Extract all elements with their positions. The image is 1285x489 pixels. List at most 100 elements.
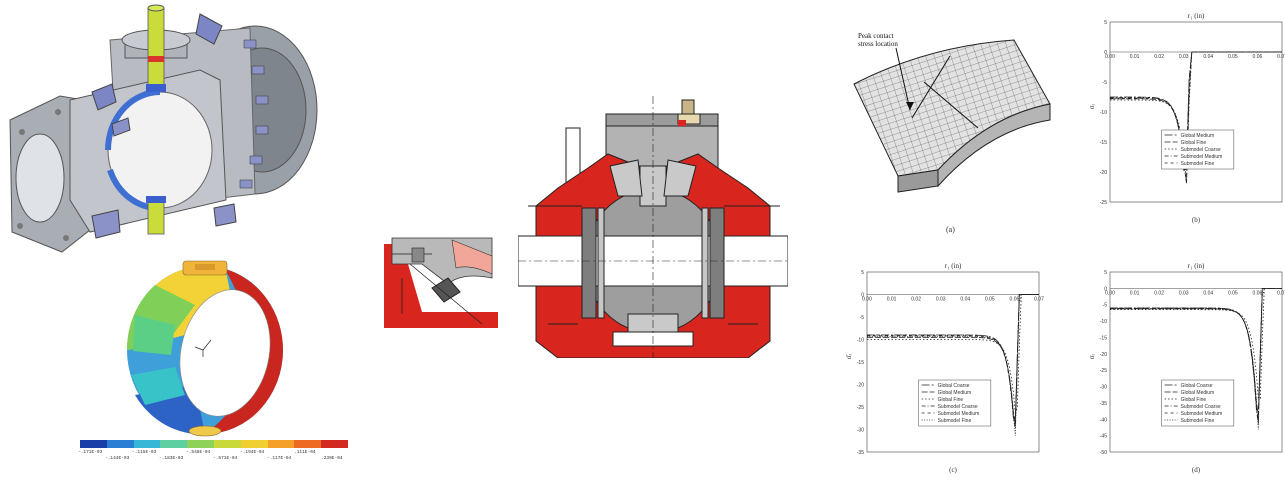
- mesh-annotation: Peak contact stress location: [858, 32, 898, 48]
- x-tick-label: 0.02: [1154, 54, 1164, 60]
- y-tick-label: 5: [1104, 270, 1107, 276]
- x-tick-label: 0.06: [1253, 54, 1263, 60]
- y-tick-label: -10: [1100, 319, 1107, 325]
- scale-label: -.171E-03: [78, 450, 103, 455]
- scale-swatch: [133, 440, 161, 448]
- x-tick-label: 0.07: [1277, 290, 1285, 296]
- x-tick-label: 0.04: [1203, 290, 1213, 296]
- x-tick-label: 0.03: [1179, 290, 1189, 296]
- y-tick-label: -15: [1100, 335, 1107, 341]
- x-tick-label: 0.03: [936, 297, 946, 303]
- y-tick-label: -35: [1100, 401, 1107, 407]
- legend-entry: Global Fine: [1181, 140, 1207, 146]
- plot-frame: [1109, 21, 1283, 203]
- scale-label: -.194E-04: [240, 450, 265, 455]
- x-tick-label: 0.07: [1277, 54, 1285, 60]
- legend-entry: Submodel Fine: [938, 418, 972, 424]
- scale-label: .111E-04: [294, 450, 316, 455]
- legend-entry: Global Medium: [1181, 390, 1215, 396]
- x-tick-label: 0.02: [911, 297, 921, 303]
- valve-cross-section-drawing: [517, 96, 789, 359]
- legend-box: [918, 379, 992, 427]
- y-tick-label: -10: [857, 338, 864, 344]
- y-tick-label: 5: [861, 270, 864, 276]
- y-tick-label: -30: [857, 428, 864, 434]
- y-tick-label: -20: [1100, 170, 1107, 176]
- x-tick-label: 0.04: [960, 297, 970, 303]
- series-line: [867, 294, 1039, 427]
- y-axis-label: σ̄ᵣ: [1090, 354, 1096, 360]
- legend-entry: Submodel Coarse: [1181, 147, 1221, 153]
- contact-mesh-drawing: [853, 39, 1051, 193]
- series-line: [1110, 287, 1282, 430]
- x-tick-label: 0.01: [1130, 290, 1140, 296]
- y-tick-label: -35: [857, 450, 864, 456]
- legend-box: [1161, 379, 1235, 427]
- scale-label: -.571E-04: [213, 456, 238, 461]
- x-tick-label: 0.05: [985, 297, 995, 303]
- legend-entry: Submodel Medium: [1181, 411, 1223, 417]
- scale-label: .230E-04: [321, 456, 343, 461]
- plot-title: r₁ (in): [1188, 262, 1205, 270]
- series-line: [1110, 51, 1282, 184]
- plot-title: r₁ (in): [945, 262, 962, 270]
- panel-caption-a: (a): [946, 225, 955, 234]
- legend-entry: Submodel Fine: [1181, 418, 1215, 424]
- y-tick-label: -10: [1100, 110, 1107, 116]
- x-tick-label: 0.03: [1179, 54, 1189, 60]
- x-tick-label: 0.06: [1253, 290, 1263, 296]
- y-tick-label: -45: [1100, 434, 1107, 440]
- series-line: [867, 294, 1039, 436]
- x-tick-label: 0.01: [1130, 54, 1140, 60]
- plot-frame: [1109, 271, 1283, 453]
- x-tick-label: 0.05: [1228, 290, 1238, 296]
- color-scale-bar: [80, 440, 348, 448]
- legend-entry: Global Medium: [1181, 133, 1215, 139]
- scale-swatch: [187, 440, 214, 448]
- y-tick-label: -5: [1103, 80, 1108, 86]
- y-tick-label: -30: [1100, 385, 1107, 391]
- panel-caption: (c): [949, 466, 957, 474]
- scale-swatch: [240, 440, 268, 448]
- y-axis-label: σ̄ᵣ: [845, 354, 853, 360]
- x-tick-label: 0.05: [1228, 54, 1238, 60]
- x-tick-label: 0.02: [1154, 290, 1164, 296]
- scale-label: -.183E-03: [159, 456, 184, 461]
- stress-plot-b: r₁ (in)0.000.010.020.030.040.050.060.075…: [1090, 12, 1285, 224]
- scale-label: -.115E-03: [132, 450, 157, 455]
- y-tick-label: -15: [1100, 140, 1107, 146]
- y-tick-label: -20: [1100, 352, 1107, 358]
- y-tick-label: -5: [1103, 303, 1108, 309]
- seat-detail-drawing: [382, 234, 500, 330]
- legend-entry: Submodel Coarse: [938, 404, 978, 410]
- y-tick-label: -40: [1100, 417, 1107, 423]
- y-tick-label: -50: [1100, 450, 1107, 456]
- valve-cutaway-illustration: [0, 0, 330, 262]
- legend-entry: Global Fine: [1181, 397, 1207, 403]
- legend-entry: Submodel Medium: [1181, 154, 1223, 160]
- plot-frame: [866, 271, 1040, 453]
- x-tick-label: 0.06: [1010, 297, 1020, 303]
- scale-swatch: [294, 440, 322, 448]
- y-tick-label: -15: [857, 360, 864, 366]
- y-axis-label: σ̄ᵣ: [1090, 104, 1096, 110]
- panel-caption: (d): [1192, 466, 1201, 474]
- stress-plot-d: r₁ (in) 0.00 0.01 0.02 0.03 0.04 0.05 0.06 0.07 5…: [1090, 262, 1285, 474]
- y-tick-label: 5: [1104, 20, 1107, 26]
- y-tick-label: -25: [1100, 368, 1107, 374]
- legend-entry: Submodel Fine: [1181, 161, 1215, 167]
- x-tick-label: 0.00: [862, 297, 872, 303]
- legend-entry: Global Fine: [938, 397, 964, 403]
- x-tick-label: 0.04: [1203, 54, 1213, 60]
- scale-swatch: [106, 440, 134, 448]
- fea-ball-contour-plot: -.171E-03 -.144E-03 -.115E-03 -.183E-03 …: [75, 255, 375, 470]
- legend-entry: Global Coarse: [1181, 383, 1213, 389]
- scale-swatch: [321, 440, 348, 448]
- legend-entry: Submodel Coarse: [1181, 404, 1221, 410]
- x-tick-label: 0.07: [1034, 297, 1044, 303]
- x-tick-label: 0.00: [1105, 290, 1115, 296]
- scale-label: -.117E-04: [267, 456, 292, 461]
- legend-entry: Global Medium: [938, 390, 972, 396]
- legend-entry: Global Coarse: [938, 383, 970, 389]
